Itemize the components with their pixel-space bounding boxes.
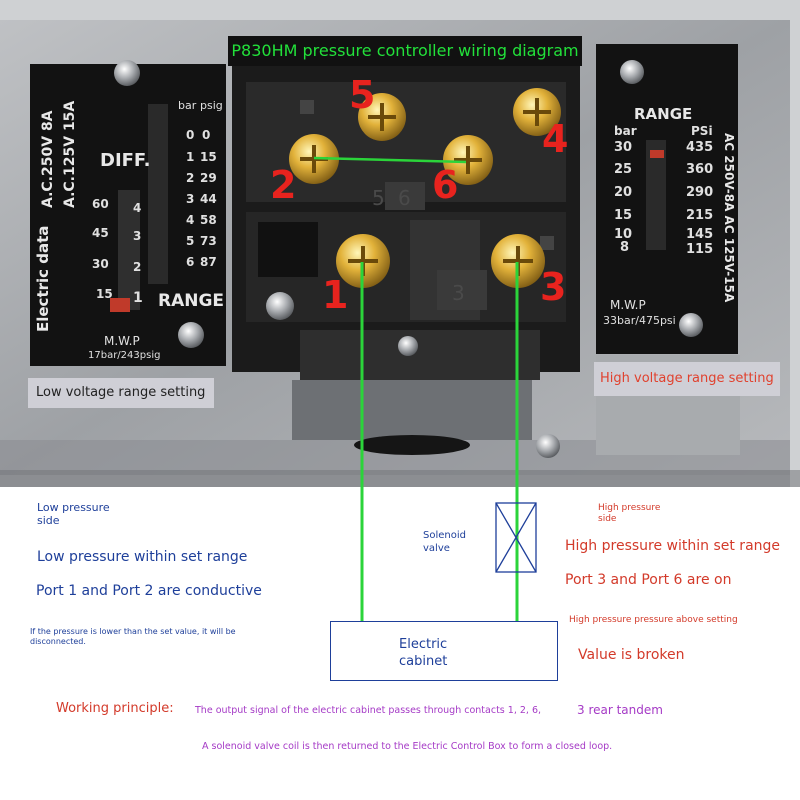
low-disconnect-1: If the pressure is lower than the set va… (30, 627, 236, 636)
range-bar-5: 5 (186, 234, 195, 248)
high-pressure-side-2: side (598, 514, 617, 524)
left-mwp-label: M.W.P (104, 334, 140, 348)
controller-photo: 5 6 3 (0, 0, 800, 487)
diff-psig-30: 30 (92, 257, 109, 271)
solenoid-return-text: A solenoid valve coil is then returned t… (202, 741, 613, 752)
high-pressure-side-1: High pressure (598, 503, 661, 513)
right-bar-10: 10 (614, 227, 633, 242)
right-psi-360: 360 (686, 162, 714, 177)
value-broken: Value is broken (578, 647, 685, 663)
port-1-2-conductive: Port 1 and Port 2 are conductive (36, 583, 262, 599)
left-psig-header: psig (200, 99, 223, 112)
range-bar-1: 1 (186, 150, 195, 164)
diff-bar-2: 2 (133, 260, 142, 274)
left-range-label: RANGE (158, 291, 225, 311)
low-within-range: Low pressure within set range (37, 549, 248, 565)
terminal-screw-4 (513, 88, 561, 136)
diagram-title: P830HM pressure controller wiring diagra… (228, 36, 582, 66)
svg-text:5: 5 (372, 186, 385, 210)
right-bar-header: bar (614, 124, 637, 138)
range-psig-29: 29 (200, 171, 217, 185)
cabinet-label-2: cabinet (399, 654, 448, 669)
right-mwp-label: M.W.P (610, 298, 646, 312)
high-within-range: High pressure within set range (565, 538, 781, 554)
left-mwp-value: 17bar/243psig (88, 350, 161, 361)
electric-cabinet-box (330, 621, 558, 681)
terminal-number-2: 2 (270, 163, 297, 207)
right-psi-115: 115 (686, 242, 714, 257)
screw-icon (679, 313, 703, 337)
diff-label: DIFF. (100, 150, 151, 171)
low-voltage-range-label: Low voltage range setting (28, 378, 214, 408)
svg-text:3: 3 (452, 281, 465, 305)
diff-psig-45: 45 (92, 226, 109, 240)
right-psi-145: 145 (686, 227, 714, 242)
diff-bar-4: 4 (133, 201, 142, 215)
low-disconnect-2: disconnected. (30, 637, 86, 646)
port-3-6-on: Port 3 and Port 6 are on (565, 572, 732, 588)
right-bar-30: 30 (614, 140, 633, 155)
right-bar-15: 15 (614, 208, 633, 223)
terminal-number-3: 3 (540, 265, 567, 309)
range-bar-4: 4 (186, 213, 195, 227)
right-bar-20: 20 (614, 185, 633, 200)
screw-icon (114, 60, 140, 86)
range-psig-44: 44 (200, 192, 217, 206)
right-psi-435: 435 (686, 140, 714, 155)
right-bar-8: 8 (620, 240, 630, 255)
right-psi-215: 215 (686, 208, 714, 223)
terminal-number-5: 5 (349, 73, 376, 117)
diff-bar-3: 3 (133, 229, 142, 243)
screw-icon (620, 60, 644, 84)
range-psig-15: 15 (200, 150, 217, 164)
range-psig-87: 87 (200, 255, 217, 269)
high-voltage-range-label: High voltage range setting (594, 362, 780, 396)
svg-text:6: 6 (398, 186, 411, 210)
solenoid-valve-symbol (495, 502, 537, 573)
range-psig-58: 58 (200, 213, 217, 227)
terminal-number-1: 1 (322, 273, 349, 317)
right-range-label: RANGE (634, 105, 693, 123)
right-scale-plate (596, 44, 738, 354)
range-psig-73: 73 (200, 234, 217, 248)
working-principle-label: Working principle: (56, 701, 174, 716)
solenoid-label-1: Solenoid (423, 530, 466, 541)
range-bar-3: 3 (186, 192, 195, 206)
terminal-number-6: 6 (432, 163, 459, 207)
range-bar-2: 2 (186, 171, 195, 185)
diff-bar-1: 1 (133, 290, 143, 306)
wire-2-6 (313, 156, 467, 164)
right-psi-290: 290 (686, 185, 714, 200)
cabinet-label-1: Electric (399, 637, 448, 652)
high-above-setting: High pressure pressure above setting (569, 615, 738, 625)
range-bar-6: 6 (186, 255, 195, 269)
terminal-screw-1 (336, 234, 390, 288)
solenoid-label-2: valve (423, 543, 450, 554)
right-mwp-value: 33bar/475psi (603, 314, 676, 327)
screw-icon (178, 322, 204, 348)
terminal-number-4: 4 (542, 117, 569, 161)
range-psig-0: 0 (202, 128, 211, 142)
terminal-screw-6 (443, 135, 493, 185)
terminal-screw-5 (358, 93, 406, 141)
output-signal-text: The output signal of the electric cabine… (195, 705, 542, 716)
low-pressure-side-2: side (37, 514, 60, 527)
diff-psig-60: 60 (92, 197, 109, 211)
low-pressure-side-1: Low pressure (37, 501, 110, 514)
left-bar-header: bar (178, 99, 197, 112)
diff-psig-15: 15 (96, 287, 113, 301)
right-psi-header: PSi (691, 124, 713, 138)
range-bar-0: 0 (186, 128, 195, 142)
right-bar-25: 25 (614, 162, 633, 177)
rear-tandem-text: 3 rear tandem (577, 703, 663, 717)
